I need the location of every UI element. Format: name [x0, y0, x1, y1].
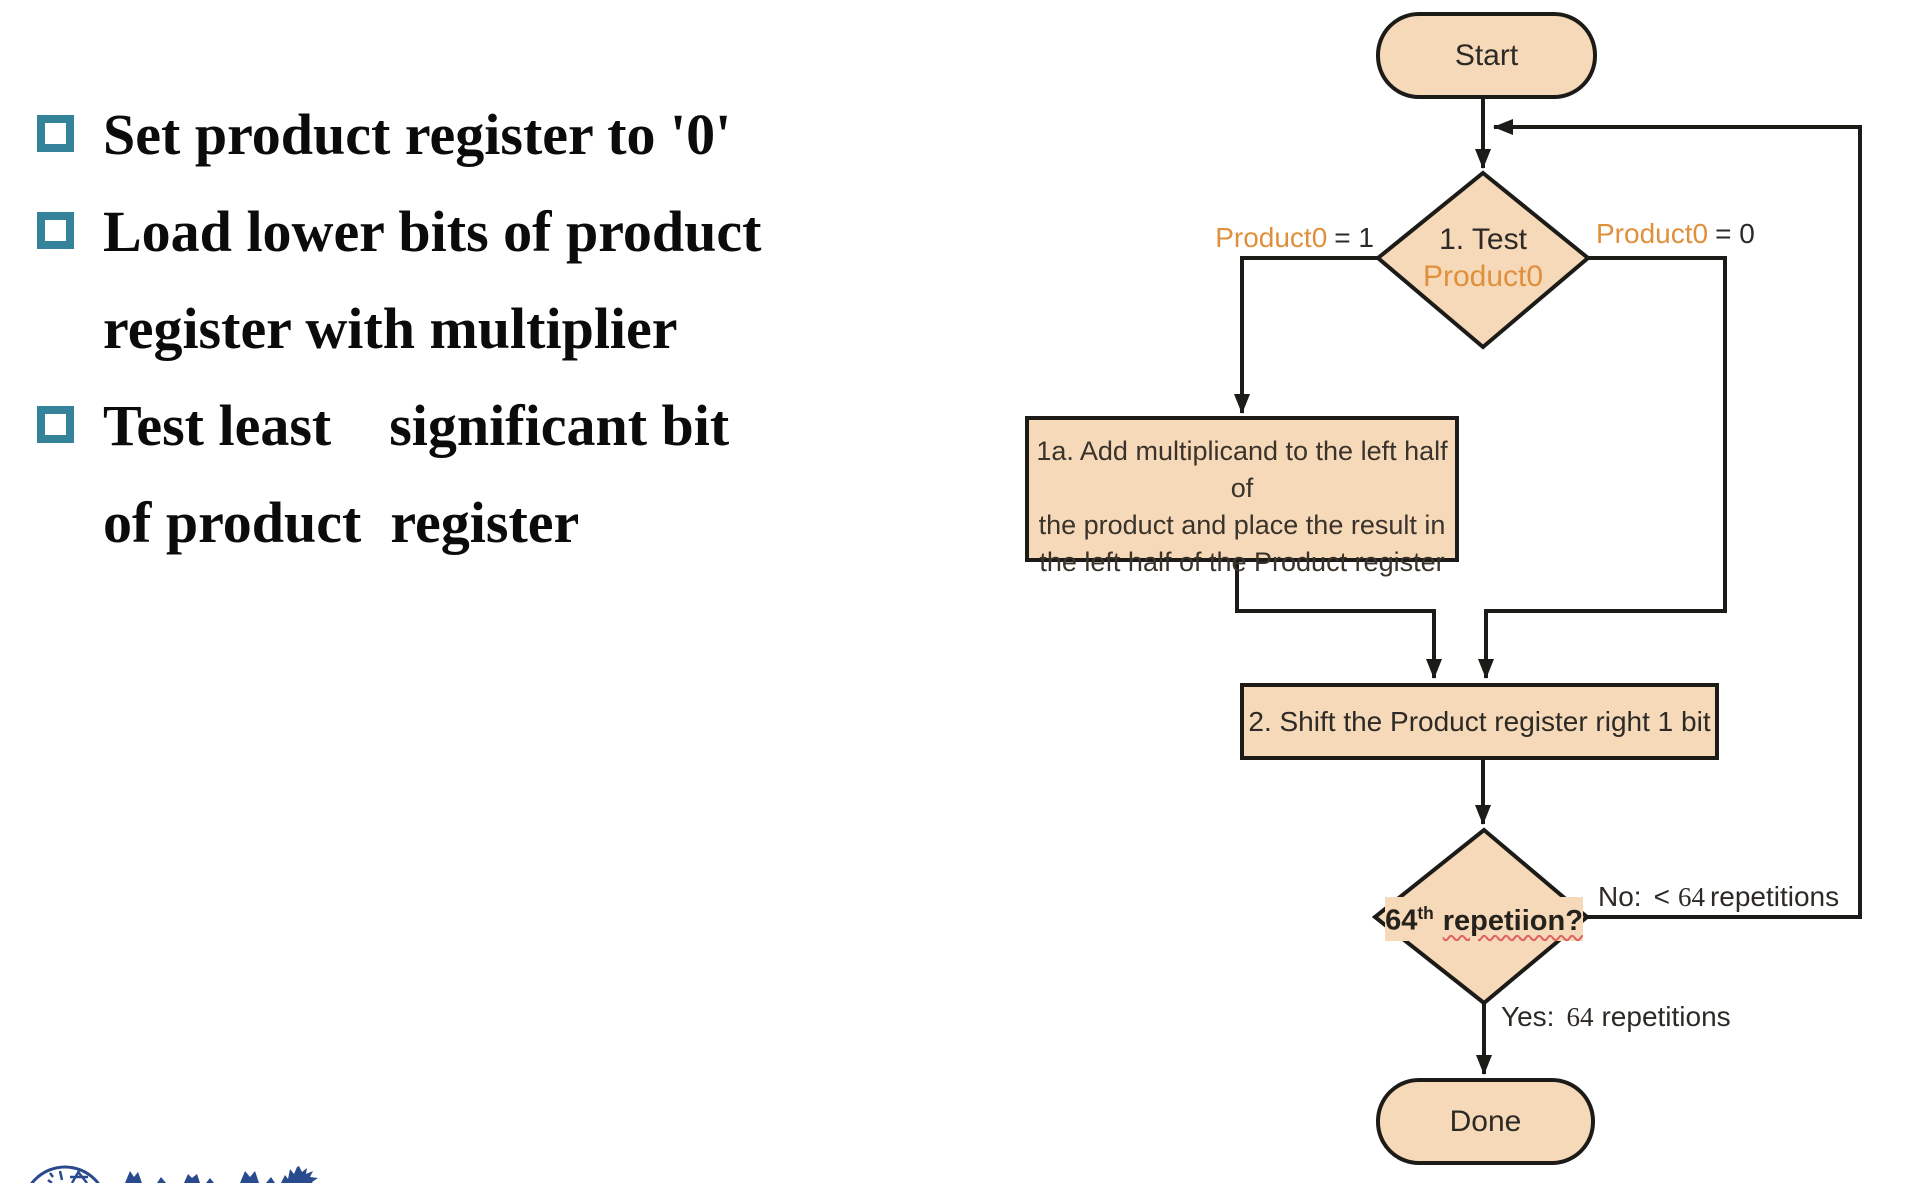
branch-right-label: Product0= 0 [1596, 218, 1755, 250]
list-item: Set product register to '0' [37, 86, 827, 183]
bullet-list: Set product register to '0' Load lower b… [37, 86, 827, 571]
bullet-text: of product register [103, 490, 580, 555]
start-node [1376, 12, 1597, 99]
connector-box1a-to-box2 [1235, 560, 1442, 679]
box1a-line2: the product and place the result in [1038, 510, 1446, 540]
decision2-count: 64 [1385, 904, 1418, 937]
decision1-line1: 1. Test [1439, 223, 1527, 256]
seal-circle-icon [30, 1165, 100, 1183]
decision1-label: 1. Test Product0 [1383, 221, 1583, 295]
done-node [1376, 1078, 1595, 1165]
branch-left-label: Product0= 1 [1198, 222, 1374, 254]
connector-branch-product0-1 [1234, 256, 1378, 414]
decision1-line2: Product0 [1422, 260, 1544, 293]
no-prefix: No: [1598, 881, 1642, 912]
connector-no-loopback [1493, 119, 1862, 919]
branch-right-value: = 0 [1715, 218, 1755, 249]
box1a-line1: 1a. Add multiplicand to the left half of [1036, 436, 1448, 503]
bullet-text: Set product register to '0' [103, 102, 732, 167]
decision2-ordinal: th [1417, 903, 1434, 923]
no-lessthan: < [1653, 881, 1670, 912]
bullet-text: register with multiplier [103, 296, 678, 361]
yes-word: repetitions [1601, 1001, 1731, 1032]
branch-left-var: Product0 [1215, 222, 1328, 253]
university-logo [30, 1165, 318, 1183]
square-bullet-icon [37, 115, 74, 152]
start-label: Start [1454, 38, 1519, 72]
bullet-text: Load lower bits of product [103, 199, 762, 264]
connector-branch-product0-0 [1478, 256, 1727, 679]
seal-glyphs-icon [47, 1170, 88, 1183]
list-item: Load lower bits of product register with… [37, 183, 827, 377]
square-bullet-icon [37, 406, 74, 443]
branch-left-value: = 1 [1334, 222, 1374, 253]
box1a-node [1025, 416, 1459, 562]
calligraphy-icon [125, 1166, 318, 1183]
list-item: Test least significant bit of product re… [37, 377, 827, 571]
decision2-word: repetiion? [1442, 904, 1583, 937]
decision2-label-bg [1385, 897, 1583, 941]
yes-count: 64 [1566, 1002, 1594, 1032]
decision2-label: 64th repetiion? [1374, 903, 1594, 938]
box2-label: 2. Shift the Product register right 1 bi… [1248, 705, 1711, 737]
bullet-text: Test least significant bit [103, 393, 730, 458]
yes-prefix: Yes: [1501, 1001, 1555, 1032]
box1a-label: 1a. Add multiplicand to the left half of… [1032, 433, 1452, 581]
square-bullet-icon [37, 212, 74, 249]
no-count: 64 [1677, 882, 1705, 912]
no-word: repetitions [1709, 881, 1840, 912]
box1a-line3: the left half of the Product register [1039, 547, 1445, 577]
done-label: Done [1449, 1104, 1522, 1138]
box2-node [1240, 683, 1719, 760]
decision1-diamond [1374, 170, 1592, 350]
branch-right-var: Product0 [1596, 218, 1709, 249]
